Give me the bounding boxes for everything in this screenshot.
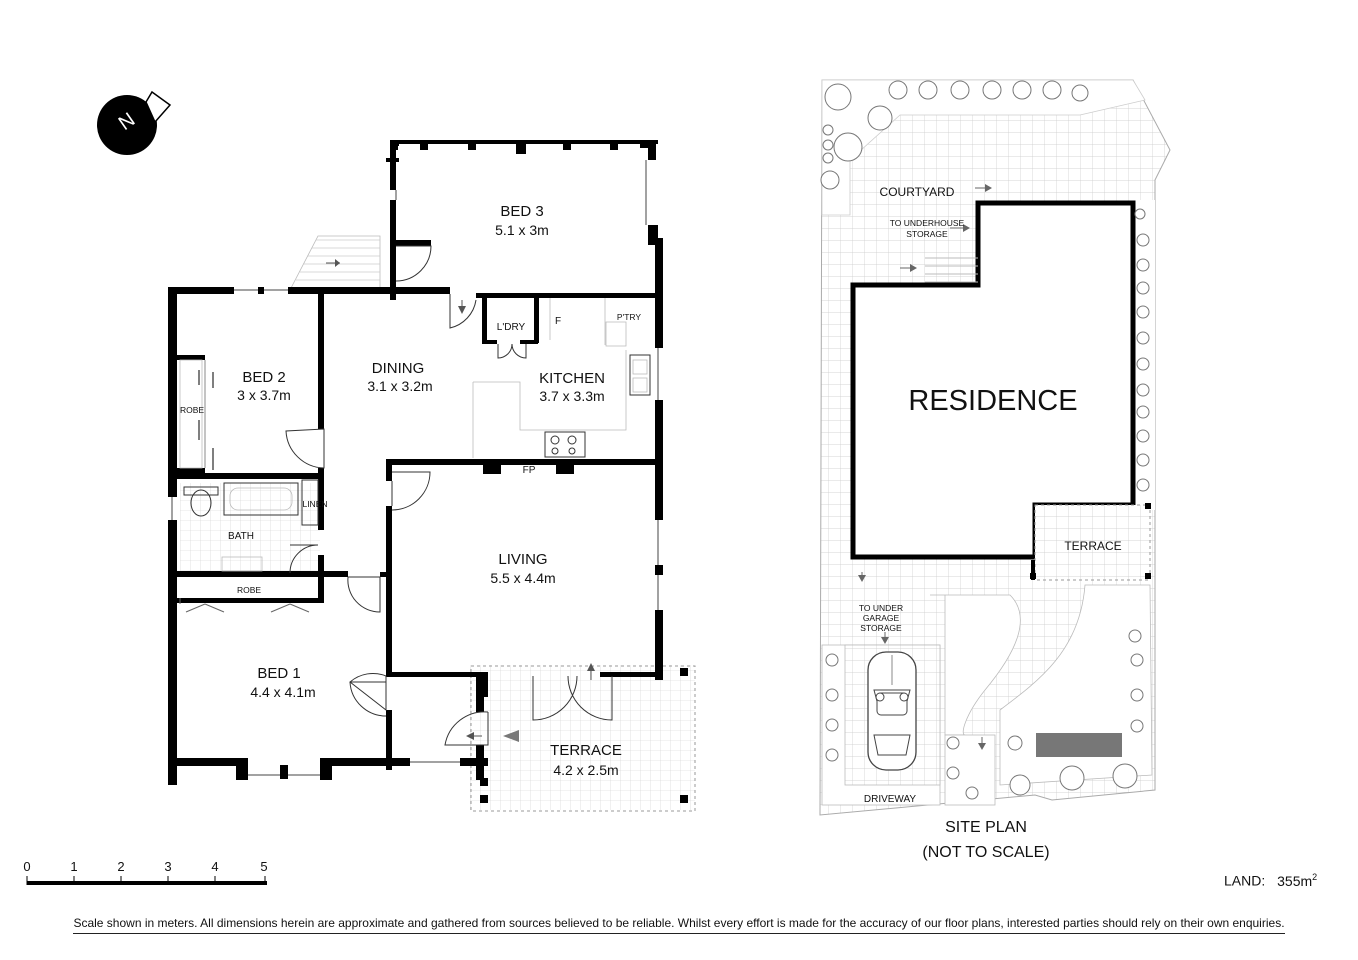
north-compass-icon: N [97,90,172,155]
fridge-label: F [555,316,561,327]
room-dims-bed3: 5.1 x 3m [495,222,549,238]
bath-label: BATH [228,531,254,542]
room-name-bed1: BED 1 [257,665,300,682]
land-value: 355m [1277,872,1313,889]
room-dims-living: 5.5 x 4.4m [490,570,555,586]
room-dims-bed1: 4.4 x 4.1m [250,684,315,700]
pantry-label: P'TRY [617,312,641,322]
scale-bar: 0 1 2 3 4 5 [23,859,268,885]
bath-floor [180,483,320,573]
underhouse-label-2: STORAGE [906,229,948,239]
disclaimer: Scale shown in meters. All dimensions he… [0,916,1358,934]
scale-tick-2: 2 [117,859,124,874]
floor-plan-walls [168,140,688,803]
floor-plan-fixtures [171,158,659,776]
room-dims-bed2: 3 x 3.7m [237,387,291,403]
terrace-floor [470,665,695,810]
room-name-living: LIVING [498,551,547,568]
room-name-terrace: TERRACE [550,742,622,759]
floor-plan-labels: BED 3 5.1 x 3m BED 2 3 x 3.7m DINING 3.1… [180,203,641,778]
room-name-bed3: BED 3 [500,203,543,220]
room-dims-dining: 3.1 x 3.2m [367,378,432,394]
scale-tick-5: 5 [260,859,267,874]
garage-label-1: TO UNDER [859,603,903,613]
robe-bed2-label: ROBE [180,405,204,415]
disclaimer-text: Scale shown in meters. All dimensions he… [73,916,1285,934]
car-icon [867,651,917,771]
garage-label-2: GARAGE [863,613,900,623]
planter-bar [1036,733,1122,757]
scale-tick-0: 0 [23,859,30,874]
fireplace-label: FP [523,465,536,476]
room-name-bed2: BED 2 [242,369,285,386]
site-plan-labels: RESIDENCE COURTYARD TO UNDERHOUSE STORAG… [859,185,1122,861]
driveway-label: DRIVEWAY [864,794,917,805]
site-plan [819,79,1171,816]
site-plan-subtitle: (NOT TO SCALE) [922,844,1049,861]
room-name-kitchen: KITCHEN [539,370,605,387]
scale-tick-1: 1 [70,859,77,874]
room-dims-terrace: 4.2 x 2.5m [553,762,618,778]
courtyard-label: COURTYARD [880,185,955,199]
land-label: LAND: [1224,872,1266,889]
scale-tick-3: 3 [164,859,171,874]
site-terrace-label: TERRACE [1064,539,1121,553]
laundry-label: L'DRY [497,322,526,333]
scale-tick-4: 4 [211,859,218,874]
site-plan-title: SITE PLAN [945,819,1027,836]
residence-label: RESIDENCE [908,385,1077,417]
room-name-dining: DINING [372,360,425,377]
robe-bed1-label: ROBE [237,585,261,595]
room-dims-kitchen: 3.7 x 3.3m [539,388,604,404]
linen-label: LINEN [302,499,327,509]
entry-stairs [289,235,381,291]
underhouse-label-1: TO UNDERHOUSE [890,218,965,228]
land-area: LAND: 355m2 [1224,872,1317,889]
land-unit-sup: 2 [1312,872,1318,882]
garage-label-3: STORAGE [860,623,902,633]
